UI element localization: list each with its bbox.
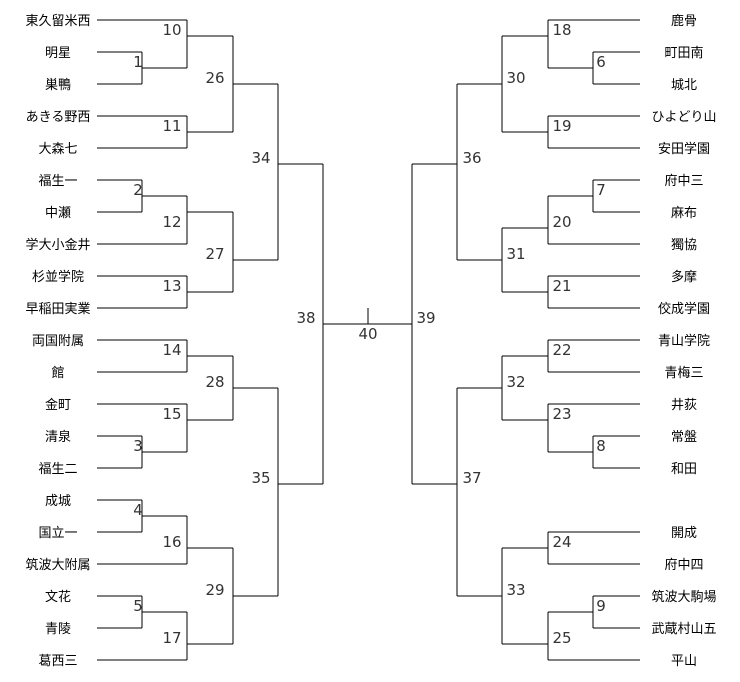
team-name: 文花	[45, 589, 71, 605]
team-name: 福生二	[38, 462, 77, 477]
team-name: 筑波大駒場	[651, 589, 716, 605]
match-number: 23	[552, 405, 571, 423]
match-number: 1	[133, 53, 143, 71]
team-name: 麻布	[671, 206, 697, 221]
team-name: 清泉	[45, 429, 71, 445]
match-number: 27	[205, 245, 224, 263]
team-name: 葛西三	[38, 654, 77, 669]
team-name: 明星	[45, 46, 71, 61]
match-number: 13	[162, 277, 181, 295]
match-number: 7	[596, 181, 606, 199]
team-name: 東久留米西	[25, 13, 90, 29]
match-number: 28	[205, 373, 224, 391]
team-name: 平山	[671, 654, 697, 669]
team-name: ひよどり山	[651, 110, 716, 125]
team-name: 常盤	[671, 430, 697, 445]
team-name: 井荻	[671, 398, 697, 413]
match-number: 20	[552, 213, 571, 231]
match-number: 12	[162, 213, 181, 231]
team-name: 府中四	[664, 558, 703, 573]
match-number: 17	[162, 629, 181, 647]
team-name: 巣鴨	[45, 78, 71, 93]
team-name: 福生一	[38, 174, 77, 189]
team-name: 大森七	[38, 142, 77, 157]
team-name: 武蔵村山五	[651, 622, 716, 637]
team-name: 府中三	[664, 174, 703, 189]
team-name: 成城	[45, 494, 71, 509]
match-number: 24	[552, 533, 571, 551]
match-number: 21	[552, 277, 571, 295]
team-name: 町田南	[664, 45, 703, 61]
match-number: 11	[162, 117, 181, 135]
team-name: 筑波大附属	[25, 557, 90, 573]
team-name: 多摩	[671, 269, 697, 285]
team-name: 中瀬	[45, 206, 71, 221]
team-name: 金町	[45, 397, 71, 413]
team-name: 安田学園	[658, 141, 710, 157]
match-number: 32	[506, 373, 525, 391]
match-number: 19	[552, 117, 571, 135]
team-name: 開成	[671, 526, 697, 541]
match-number: 6	[596, 53, 606, 71]
team-name: 佼成学園	[658, 301, 710, 317]
match-number: 8	[596, 437, 606, 455]
match-number: 15	[162, 405, 181, 423]
match-number: 25	[552, 629, 571, 647]
team-name: 和田	[671, 462, 697, 477]
match-number: 36	[462, 149, 481, 167]
final-match-number: 40	[358, 325, 377, 343]
match-number: 14	[162, 341, 181, 359]
match-number: 10	[162, 21, 181, 39]
match-number: 22	[552, 341, 571, 359]
team-name: 国立一	[38, 526, 77, 541]
match-number: 3	[133, 437, 143, 455]
team-name: 館	[51, 366, 64, 381]
team-name: 獨協	[671, 238, 697, 253]
match-number: 33	[506, 581, 525, 599]
team-name: 杉並学院	[32, 269, 84, 285]
match-number: 4	[133, 501, 143, 519]
match-number: 39	[416, 309, 435, 327]
team-name: 鹿骨	[671, 13, 697, 29]
match-number: 29	[205, 581, 224, 599]
team-name: 早稲田実業	[25, 301, 90, 317]
match-number: 16	[162, 533, 181, 551]
match-number: 26	[205, 69, 224, 87]
match-number: 34	[251, 149, 270, 167]
match-number: 38	[296, 309, 315, 327]
match-number: 5	[133, 597, 143, 615]
team-name: 青陵	[45, 622, 71, 637]
match-number: 37	[462, 469, 481, 487]
team-name: 青山学院	[658, 333, 710, 349]
team-name: 城北	[671, 78, 697, 93]
match-number: 2	[133, 181, 143, 199]
team-name: あきる野西	[26, 110, 91, 125]
team-name: 両国附属	[32, 334, 84, 349]
match-number: 18	[552, 21, 571, 39]
match-number: 35	[251, 469, 270, 487]
team-name: 学大小金井	[25, 237, 90, 253]
match-number: 31	[506, 245, 525, 263]
match-number: 9	[596, 597, 606, 615]
team-name: 青梅三	[664, 366, 703, 381]
match-number: 30	[506, 69, 525, 87]
